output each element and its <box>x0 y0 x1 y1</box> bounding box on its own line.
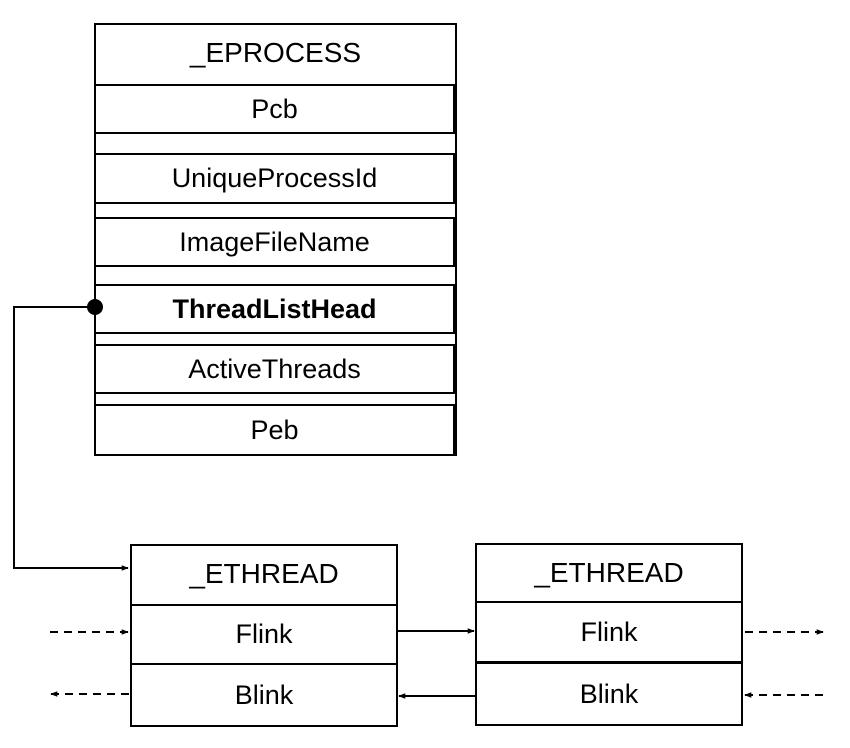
field-unique-process-id: UniqueProcessId <box>94 153 455 204</box>
field-active-threads: ActiveThreads <box>94 344 455 394</box>
ethread-right-blink: Blink <box>475 662 743 726</box>
field-pcb: Pcb <box>94 84 455 134</box>
field-image-file-name: ImageFileName <box>94 217 455 267</box>
field-peb: Peb <box>94 404 455 456</box>
ethread-right-flink: Flink <box>475 601 743 663</box>
eprocess-title: _EPROCESS <box>189 37 362 68</box>
thread-list-head-connector <box>13 306 129 571</box>
ethread-left-flink: Flink <box>130 604 398 665</box>
ethread-left-blink: Blink <box>130 663 398 727</box>
ethread-left-title: _ETHREAD <box>189 558 339 589</box>
ethread-right-title: _ETHREAD <box>534 557 684 588</box>
field-thread-list-head: ThreadListHead <box>94 284 455 334</box>
